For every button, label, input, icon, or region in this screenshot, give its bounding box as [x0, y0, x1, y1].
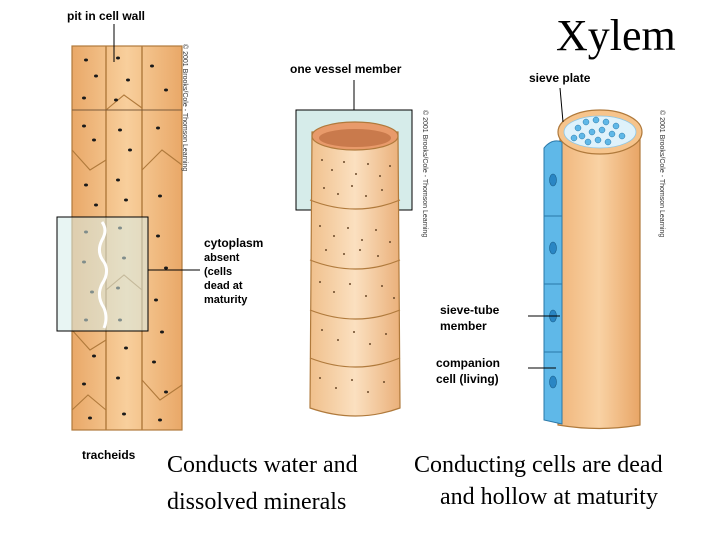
cytoplasm-note: absent (cells dead at maturity: [204, 252, 248, 306]
copyright-notice-tracheids: © 2001 Brooks/Cole - Thomson Learning: [181, 44, 188, 172]
pit-in-cell-wall-label: pit in cell wall: [67, 9, 146, 23]
sieve-tube-drawing: [528, 87, 643, 430]
sieve-plate-label: sieve plate: [529, 71, 591, 85]
caption-conducting-line2: and hollow at maturity: [440, 484, 658, 510]
tracheids-drawing: [56, 24, 200, 431]
caption-conducts-line1: Conducts water and: [167, 452, 358, 478]
companion-cell-label: companion cell (living): [436, 356, 501, 386]
cytoplasm-label: cytoplasm: [204, 236, 264, 250]
tracheids-label: tracheids: [82, 448, 136, 462]
page-title: Xylem: [556, 11, 676, 60]
one-vessel-member-label: one vessel member: [290, 62, 402, 76]
caption-conducting-line1: Conducting cells are dead: [414, 452, 663, 478]
copyright-notice-sieve: © 2001 Brooks/Cole - Thomson Learning: [658, 110, 665, 238]
copyright-notice-vessel: © 2001 Brooks/Cole - Thomson Learning: [421, 110, 428, 238]
vessel-member-drawing: [295, 80, 413, 417]
caption-conducts-line2: dissolved minerals: [167, 489, 347, 515]
sieve-tube-member-label: sieve-tube member: [440, 303, 500, 333]
